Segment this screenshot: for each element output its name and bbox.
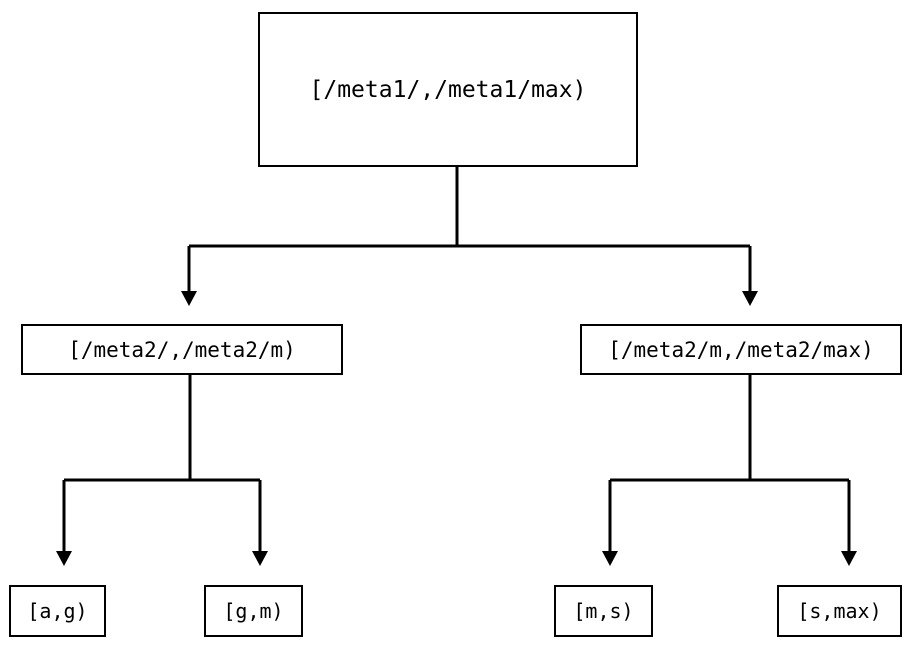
node-root[interactable]: [/meta1/,/meta1/max) xyxy=(258,12,638,167)
node-leaf-g-m[interactable]: [g,m) xyxy=(204,585,303,637)
arrow-head-leaf-ms-icon xyxy=(602,551,618,566)
arrow-head-leaf-smax-icon xyxy=(841,551,857,566)
node-mid-left[interactable]: [/meta2/,/meta2/m) xyxy=(21,324,343,375)
arrow-head-mid-left-icon xyxy=(181,291,197,306)
arrow-head-mid-right-icon xyxy=(742,291,758,306)
node-leaf-a-g[interactable]: [a,g) xyxy=(9,585,106,637)
arrow-head-leaf-ag-icon xyxy=(56,551,72,566)
arrow-head-leaf-gm-icon xyxy=(252,551,268,566)
node-mid-right[interactable]: [/meta2/m,/meta2/max) xyxy=(580,324,902,375)
node-leaf-s-max[interactable]: [s,max) xyxy=(777,585,902,637)
node-leaf-m-s[interactable]: [m,s) xyxy=(554,585,653,637)
